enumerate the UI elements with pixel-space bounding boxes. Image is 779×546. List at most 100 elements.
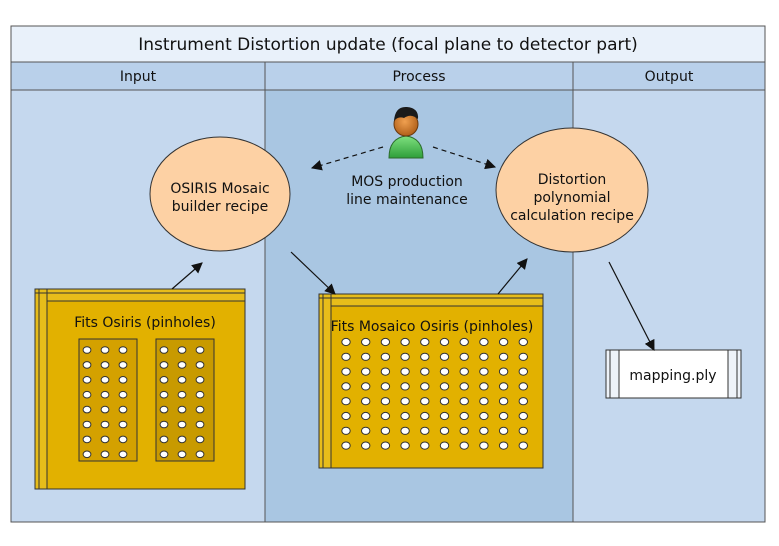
pinhole-dot bbox=[82, 346, 92, 354]
pinhole-dot bbox=[518, 382, 528, 391]
pinhole-dot bbox=[100, 420, 110, 429]
pinhole-dot bbox=[118, 376, 128, 384]
pinhole-dot bbox=[498, 441, 509, 450]
artifact-mapping-ply[interactable] bbox=[605, 349, 742, 399]
pinhole-dot bbox=[341, 426, 351, 435]
pinhole-grid-left bbox=[82, 346, 128, 459]
pinhole-dot bbox=[177, 420, 187, 429]
pinhole-dot bbox=[100, 376, 110, 384]
pinhole-dot bbox=[479, 352, 489, 361]
pinhole-dot bbox=[100, 405, 110, 414]
pinhole-dot bbox=[361, 367, 371, 376]
pinhole-dot bbox=[159, 450, 169, 459]
pinhole-dot bbox=[82, 361, 92, 369]
pinhole-grid-right bbox=[159, 346, 205, 459]
pinhole-dot bbox=[380, 397, 391, 406]
pinhole-dot bbox=[479, 337, 489, 347]
recipe-distortion[interactable]: Distortion polynomial calculation recipe bbox=[495, 127, 649, 253]
pinhole-dot bbox=[100, 450, 110, 459]
pinhole-dot bbox=[195, 361, 205, 369]
pinhole-dot bbox=[195, 346, 205, 354]
pinhole-dot bbox=[100, 435, 110, 444]
pinhole-dot bbox=[439, 441, 450, 450]
lane-label-input: Input bbox=[120, 69, 157, 85]
pinhole-dot bbox=[177, 361, 187, 369]
pinhole-dot bbox=[118, 346, 128, 354]
pinhole-dot bbox=[439, 337, 450, 347]
lane-label-output: Output bbox=[645, 69, 694, 85]
pinhole-dot bbox=[380, 352, 391, 361]
pinhole-dot bbox=[82, 435, 92, 444]
pinhole-dot bbox=[498, 352, 509, 361]
pinhole-dot bbox=[361, 337, 371, 347]
pinhole-dot bbox=[82, 376, 92, 384]
pinhole-dot bbox=[341, 382, 351, 391]
pinhole-dot bbox=[118, 435, 128, 444]
pinhole-dot bbox=[100, 361, 110, 369]
pinhole-dot bbox=[459, 337, 469, 347]
pinhole-dot bbox=[420, 382, 430, 391]
pinhole-dot bbox=[341, 397, 351, 406]
pinhole-dot bbox=[400, 411, 410, 421]
pinhole-dot bbox=[479, 441, 489, 450]
pinhole-dot bbox=[361, 441, 371, 450]
pinhole-dot bbox=[82, 390, 92, 399]
lane-label-process: Process bbox=[392, 69, 445, 85]
pinhole-dot bbox=[479, 411, 489, 421]
pinhole-dot bbox=[420, 337, 430, 347]
pinhole-dot bbox=[195, 376, 205, 384]
pinhole-dot bbox=[439, 367, 450, 376]
pinhole-dot bbox=[341, 352, 351, 361]
pinhole-dot bbox=[400, 337, 410, 347]
pinhole-grid-mosaic bbox=[341, 337, 528, 450]
pinhole-dot bbox=[82, 405, 92, 414]
arrow-actor-to-distortion bbox=[432, 146, 497, 170]
arrow-actor-to-mosaic-builder bbox=[310, 146, 384, 171]
pinhole-dot bbox=[118, 390, 128, 399]
pinhole-dot bbox=[420, 411, 430, 421]
pinhole-dot bbox=[361, 426, 371, 435]
pinhole-dot bbox=[195, 420, 205, 429]
pinhole-dot bbox=[479, 382, 489, 391]
pinhole-dot bbox=[518, 441, 528, 450]
pinhole-dot bbox=[498, 382, 509, 391]
pinhole-dot bbox=[159, 405, 169, 414]
pinhole-dot bbox=[177, 390, 187, 399]
pinhole-dot bbox=[380, 367, 391, 376]
artifact-fits-osiris[interactable] bbox=[34, 288, 246, 490]
pinhole-dot bbox=[159, 435, 169, 444]
pinhole-dot bbox=[439, 411, 450, 421]
pinhole-dot bbox=[439, 397, 450, 406]
pinhole-dot bbox=[341, 411, 351, 421]
pinhole-dot bbox=[420, 441, 430, 450]
pinhole-dot bbox=[459, 352, 469, 361]
pinhole-dot bbox=[361, 397, 371, 406]
pinhole-dot bbox=[380, 441, 391, 450]
pinhole-dot bbox=[82, 450, 92, 459]
pinhole-dot bbox=[177, 376, 187, 384]
pinhole-dot bbox=[177, 450, 187, 459]
pinhole-dot bbox=[420, 426, 430, 435]
recipe-mosaic-builder-line1: OSIRIS Mosaic bbox=[170, 181, 269, 197]
pinhole-dot bbox=[118, 420, 128, 429]
pinhole-dot bbox=[518, 411, 528, 421]
pinhole-dot bbox=[459, 367, 469, 376]
pinhole-dot bbox=[341, 441, 351, 450]
pinhole-dot bbox=[479, 397, 489, 406]
pinhole-dot bbox=[518, 337, 528, 347]
actor-label-line1: MOS production bbox=[351, 174, 463, 190]
pinhole-dot bbox=[361, 352, 371, 361]
artifact-fits-mosaico[interactable] bbox=[318, 293, 544, 469]
pinhole-dot bbox=[100, 346, 110, 354]
pinhole-dot bbox=[195, 435, 205, 444]
pinhole-dot bbox=[518, 426, 528, 435]
artifact-fits-osiris-label: Fits Osiris (pinholes) bbox=[74, 315, 216, 331]
pinhole-dot bbox=[420, 352, 430, 361]
pinhole-dot bbox=[361, 411, 371, 421]
pinhole-dot bbox=[177, 435, 187, 444]
pinhole-dot bbox=[177, 346, 187, 354]
pinhole-dot bbox=[518, 367, 528, 376]
recipe-mosaic-builder[interactable]: OSIRIS Mosaic builder recipe bbox=[149, 136, 291, 252]
pinhole-dot bbox=[420, 367, 430, 376]
pinhole-dot bbox=[479, 426, 489, 435]
